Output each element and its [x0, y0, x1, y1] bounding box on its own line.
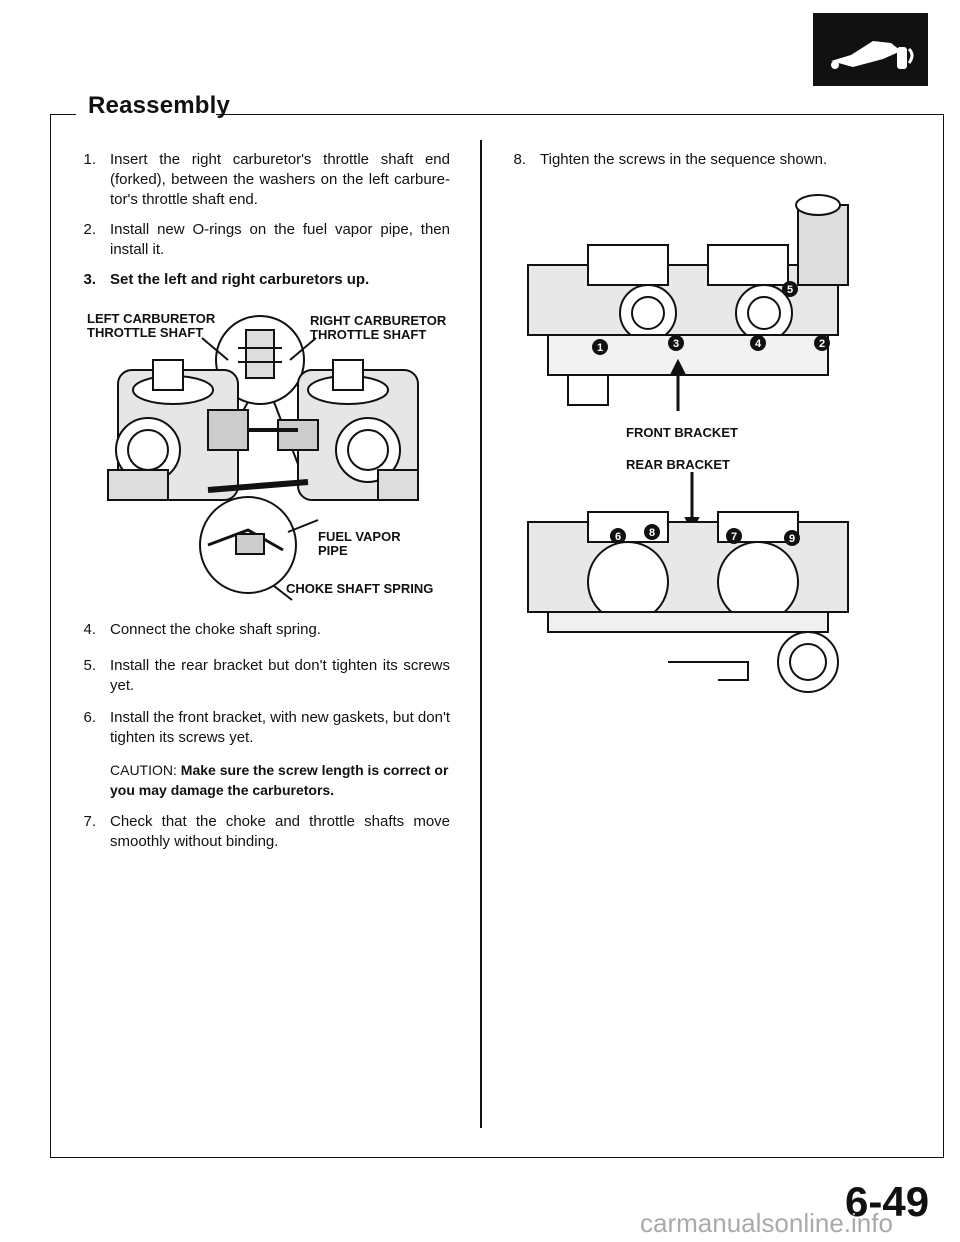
- label-line: FUEL VAPOR: [318, 529, 401, 544]
- sequence-mark-9: 9: [789, 533, 795, 545]
- step-text: Set the left and right carburetors up.: [110, 271, 370, 288]
- page-title: Reassembly: [88, 92, 231, 119]
- label-line: THROTTLE SHAFT: [310, 327, 427, 342]
- label-rear-bracket: REAR BRACKET: [626, 457, 730, 472]
- label-line: PIPE: [318, 543, 348, 558]
- caution-note: CAUTION: Make sure the screw length is c…: [110, 760, 450, 800]
- sequence-mark-7: 7: [731, 531, 737, 543]
- label-right-throttle-shaft: RIGHT CARBURETOR THROTTLE SHAFT: [310, 314, 446, 342]
- front-bracket-figure: 1 2 3 4 5: [527, 194, 849, 411]
- label-line: THROTTLE SHAFT: [87, 325, 204, 340]
- sequence-mark-8: 8: [649, 527, 655, 539]
- step-number: 2.: [83, 221, 96, 238]
- watermark: carmanualsonline.info: [640, 1208, 893, 1238]
- sequence-mark-2: 2: [819, 338, 825, 350]
- fuel-nozzle-icon: [813, 13, 928, 86]
- step-number: 4.: [83, 621, 96, 638]
- rear-bracket-figure: 6 7 8 9: [527, 472, 849, 693]
- sequence-mark-6: 6: [615, 531, 621, 543]
- step-number: 7.: [83, 813, 96, 830]
- label-line: RIGHT CARBURETOR: [310, 313, 447, 328]
- step-text: Tighten the screws in the sequence shown…: [540, 151, 828, 168]
- page-number: 6-49: [845, 1178, 930, 1225]
- label-left-throttle-shaft: LEFT CARBURETOR THROTTLE SHAFT: [87, 312, 215, 340]
- label-line: LEFT CARBURETOR: [87, 311, 216, 326]
- content-frame: [50, 114, 944, 1158]
- sequence-mark-1: 1: [597, 342, 603, 354]
- sequence-mark-5: 5: [787, 284, 793, 296]
- label-front-bracket: FRONT BRACKET: [626, 425, 738, 440]
- step-text: Install the front bracket, with new gask…: [110, 709, 450, 746]
- step-text: Insert the right carburetor's throttle s…: [110, 151, 450, 208]
- section-icon-badge: [813, 13, 928, 86]
- step-number: 6.: [83, 709, 96, 726]
- title-backdrop: [76, 95, 216, 125]
- carburetor-assembly-figure: [107, 315, 419, 601]
- label-fuel-vapor-pipe: FUEL VAPOR PIPE: [318, 530, 401, 558]
- step-text: Install the rear bracket but don't tight…: [110, 657, 450, 694]
- label-choke-shaft-spring: CHOKE SHAFT SPRING: [286, 581, 434, 596]
- step-number: 1.: [83, 151, 96, 168]
- step-number: 3.: [83, 271, 96, 288]
- column-divider: [480, 140, 482, 1128]
- caution-label: CAUTION:: [110, 762, 177, 778]
- sequence-mark-4: 4: [755, 338, 762, 350]
- step-number: 8.: [513, 151, 526, 168]
- step-text: Connect the choke shaft spring.: [110, 621, 321, 638]
- step-text: Check that the choke and throttle shafts…: [110, 813, 450, 850]
- caution-text: Make sure the screw length is correct or…: [110, 762, 449, 798]
- step-number: 5.: [83, 657, 96, 674]
- step-text: Install new O-rings on the fuel vapor pi…: [110, 221, 450, 258]
- sequence-mark-3: 3: [673, 338, 679, 350]
